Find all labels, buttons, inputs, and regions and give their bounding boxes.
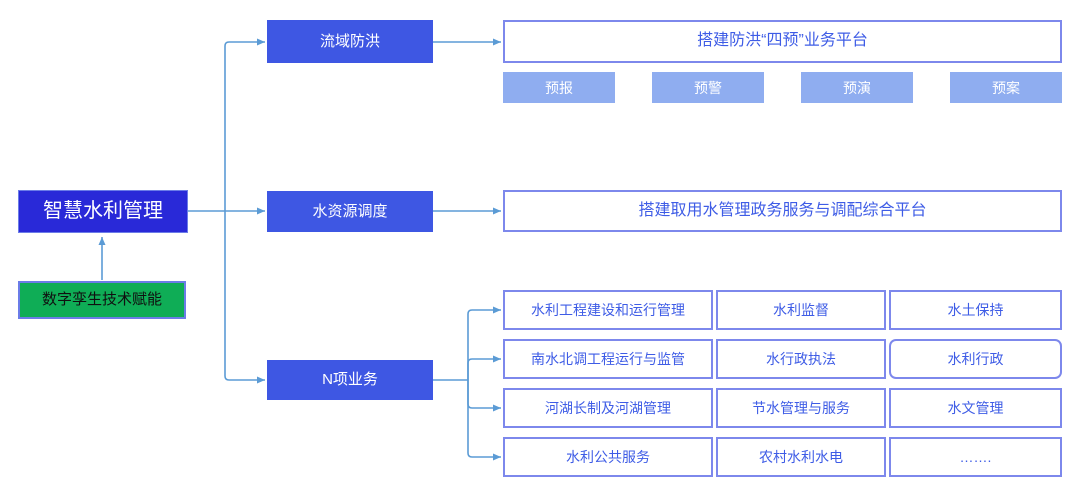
grid-row: 水利公共服务 农村水利水电 ……. xyxy=(503,437,1062,477)
grid-cell: 节水管理与服务 xyxy=(716,388,886,428)
branch-node-n-business: N项业务 xyxy=(267,360,433,400)
chip-plan: 预案 xyxy=(950,72,1062,103)
chip-warning: 预警 xyxy=(652,72,764,103)
arrow-n-row3 xyxy=(467,380,501,412)
platform-box-flood: 搭建防洪“四预”业务平台 xyxy=(503,20,1062,63)
grid-cell: 水行政执法 xyxy=(716,339,886,379)
grid-cell: 水利行政 xyxy=(889,339,1062,379)
arrow-n-row1 xyxy=(467,306,501,380)
enabler-node: 数字孪生技术赋能 xyxy=(18,281,186,319)
grid-cell: 水利公共服务 xyxy=(503,437,713,477)
arrow-n-row4 xyxy=(467,380,501,461)
grid-row: 南水北调工程运行与监管 水行政执法 水利行政 xyxy=(503,339,1062,379)
four-prediction-chips: 预报 预警 预演 预案 xyxy=(503,72,1062,103)
grid-row: 河湖长制及河湖管理 节水管理与服务 水文管理 xyxy=(503,388,1062,428)
platform-box-water: 搭建取用水管理政务服务与调配综合平台 xyxy=(503,190,1062,232)
arrow-root-to-n xyxy=(224,211,265,384)
branch-node-flood-control: 流域防洪 xyxy=(267,20,433,63)
grid-row: 水利工程建设和运行管理 水利监督 水土保持 xyxy=(503,290,1062,330)
grid-cell: 水利工程建设和运行管理 xyxy=(503,290,713,330)
chip-rehearsal: 预演 xyxy=(801,72,913,103)
root-node: 智慧水利管理 xyxy=(18,190,188,233)
grid-cell: ……. xyxy=(889,437,1062,477)
grid-cell: 河湖长制及河湖管理 xyxy=(503,388,713,428)
grid-cell: 水土保持 xyxy=(889,290,1062,330)
grid-cell: 农村水利水电 xyxy=(716,437,886,477)
branch-node-water-dispatch: 水资源调度 xyxy=(267,191,433,232)
arrow-n-row2 xyxy=(467,355,501,380)
arrow-root-to-flood xyxy=(224,38,265,211)
grid-cell: 南水北调工程运行与监管 xyxy=(503,339,713,379)
grid-cell: 水文管理 xyxy=(889,388,1062,428)
grid-cell: 水利监督 xyxy=(716,290,886,330)
chip-forecast: 预报 xyxy=(503,72,615,103)
